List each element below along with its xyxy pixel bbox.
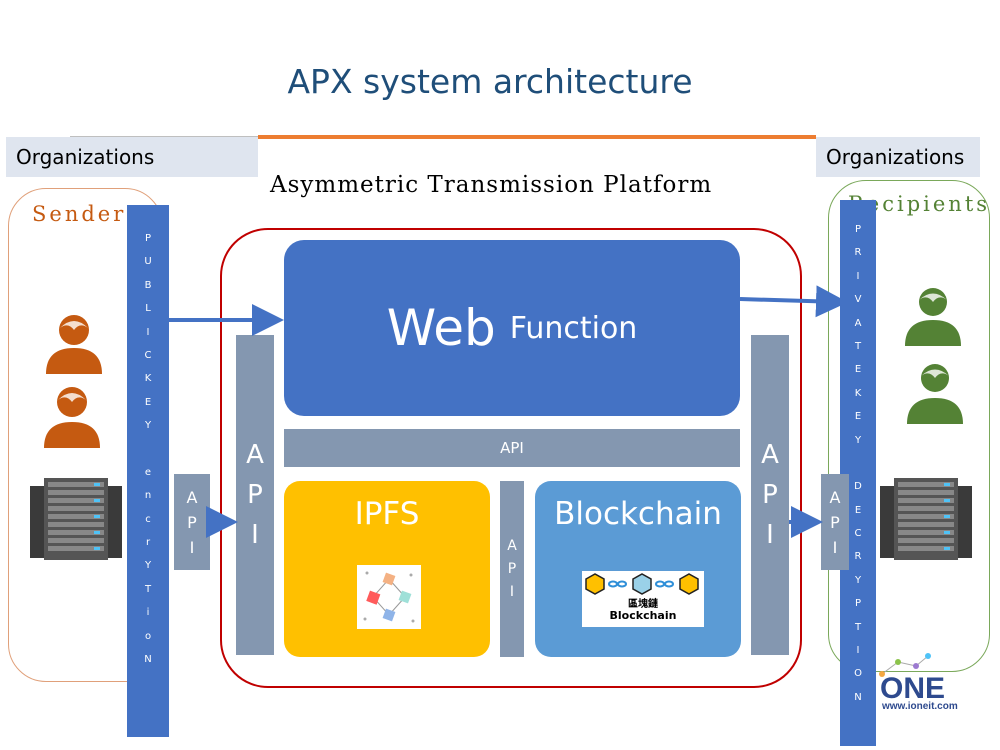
vertical-letter: L	[145, 303, 151, 315]
api-letter: P	[187, 512, 197, 532]
header-divider	[258, 135, 816, 139]
recipient-server-icon	[880, 478, 972, 560]
api-letter: P	[247, 480, 263, 510]
api-letter: P	[507, 560, 517, 577]
sender-user-icon	[44, 387, 100, 448]
api-letter: P	[830, 512, 840, 532]
vertical-letter: K	[854, 387, 862, 399]
recipient-user-icon	[905, 288, 961, 346]
vertical-letter: P	[144, 233, 152, 244]
blockchain-cubes-icon	[585, 573, 699, 595]
blockchain-label: Blockchain	[554, 496, 722, 532]
vertical-letter: Y	[854, 434, 862, 446]
vertical-letter: N	[854, 691, 862, 703]
vertical-letter: n	[144, 490, 152, 502]
vertical-letter: Y	[144, 560, 152, 572]
api-letter: A	[761, 440, 779, 470]
vertical-letter: I	[856, 270, 860, 282]
web-function-box: Web Function	[284, 240, 740, 416]
web-function-title: Web	[386, 299, 496, 357]
blockchain-box	[535, 481, 741, 657]
vertical-letter: Y	[144, 420, 152, 432]
vertical-letter: I	[856, 645, 860, 657]
right-organizations-label: Organizations	[816, 137, 980, 177]
vertical-letter: P	[854, 224, 862, 235]
vertical-letter: B	[144, 279, 152, 291]
vertical-letter: e	[144, 466, 152, 478]
recipients-group	[828, 180, 990, 672]
blockchain-image: 區塊鏈 Blockchain	[582, 571, 704, 627]
api-letter: A	[829, 487, 841, 507]
vertical-letter: E	[854, 504, 862, 516]
vertical-letter: T	[144, 583, 152, 595]
api-letter: I	[189, 537, 195, 557]
logo-network-icon	[879, 653, 931, 677]
api-letter: I	[509, 583, 515, 600]
vertical-letter: V	[854, 294, 862, 306]
vertical-letter: E	[854, 411, 862, 423]
platform-label: Asymmetric Transmission Platform	[270, 172, 713, 198]
vertical-letter: O	[854, 668, 862, 680]
api-letter: A	[246, 440, 264, 470]
vertical-letter: c	[145, 513, 151, 525]
vertical-letter: D	[854, 481, 862, 493]
vertical-letter: E	[144, 396, 152, 408]
web-function-subtitle: Function	[509, 310, 638, 346]
blockchain-image-zh: 區塊鏈	[628, 599, 658, 610]
vertical-letter: o	[144, 630, 152, 642]
vertical-letter: K	[144, 373, 152, 385]
vertical-letter: C	[144, 349, 152, 361]
header-divider-left	[70, 136, 260, 137]
vertical-letter: N	[144, 654, 152, 666]
vertical-letter: T	[854, 621, 862, 633]
vertical-letter: T	[854, 340, 862, 352]
logo-url: www.ioneit.com	[882, 701, 958, 712]
api-letter: I	[832, 537, 838, 557]
page-title: APX system architecture	[287, 62, 693, 101]
vertical-letter: Y	[854, 574, 862, 586]
vertical-letter: r	[145, 537, 151, 549]
vertical-letter: E	[854, 364, 862, 376]
ipfs-label: IPFS	[354, 496, 420, 532]
ipfs-network-icon	[357, 565, 421, 629]
vertical-letter: P	[854, 598, 862, 610]
vertical-letter: R	[854, 551, 862, 563]
vertical-letter: C	[854, 528, 862, 540]
api-letter: P	[762, 480, 778, 510]
logo-text: ONE	[880, 672, 946, 705]
platform-frame	[220, 228, 802, 688]
sender-server-icon	[30, 478, 122, 560]
vertical-letter: i	[146, 607, 150, 619]
recipient-user-icon	[907, 364, 963, 424]
api-letter: A	[507, 537, 517, 554]
api-letter: A	[186, 487, 198, 507]
vertical-letter: U	[144, 256, 152, 268]
web-to-recipient-arrow	[739, 285, 848, 318]
api-letter: I	[251, 520, 259, 550]
vertical-letter: R	[854, 247, 862, 259]
api-horizontal-bar: API	[284, 429, 740, 467]
blockchain-image-en: Blockchain	[609, 609, 677, 622]
api-letter: I	[766, 520, 774, 550]
vertical-letter: I	[146, 326, 150, 338]
vertical-letter: A	[854, 317, 862, 329]
left-organizations-label: Organizations	[6, 137, 258, 177]
senders-label: Senders	[32, 202, 141, 226]
sender-user-icon	[46, 315, 102, 374]
